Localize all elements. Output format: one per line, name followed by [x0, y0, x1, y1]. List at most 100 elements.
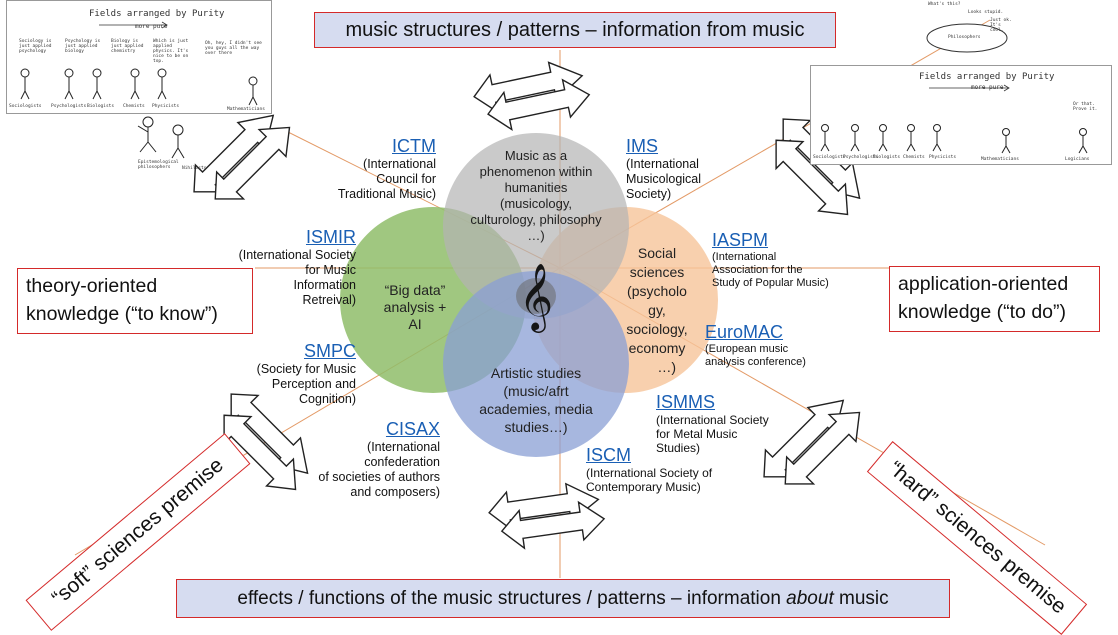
- circle-bottom-line: academies, media: [479, 401, 593, 417]
- org-cisax-desc: (International: [367, 440, 440, 454]
- venn-circles: [340, 133, 718, 457]
- double-arrow-icon: [193, 114, 291, 200]
- left-knowledge-box: theory-oriented knowledge (“to know”): [17, 268, 253, 334]
- org-ictm: ICTM (International Council for Traditio…: [300, 135, 436, 202]
- org-ictm-desc: Council for: [376, 172, 436, 186]
- org-iaspm-desc: (International: [712, 251, 777, 263]
- org-ictm-desc: Traditional Music): [337, 187, 436, 201]
- circle-left-text: “Big data” analysis + AI: [365, 282, 465, 333]
- circle-top-line: culturology, philosophy: [470, 212, 602, 227]
- org-ismms-desc: (International Society: [656, 413, 769, 427]
- circle-right-text: Social sciences (psycholo gy, sociology,…: [612, 244, 702, 377]
- bottom-banner: effects / functions of the music structu…: [176, 579, 950, 618]
- comic-person-label: Biologists: [873, 155, 901, 160]
- org-euromac-link[interactable]: EuroMAC: [705, 322, 784, 342]
- circle-top: [443, 133, 629, 319]
- org-ims-desc: Musicological: [626, 172, 702, 186]
- svg-text:𝄞: 𝄞: [519, 262, 553, 333]
- comic-panel-right: Fields arranged by Purity more pure Soci…: [810, 65, 1112, 165]
- org-ims-link[interactable]: IMS: [626, 136, 659, 156]
- comic-stick-figures: [820, 84, 1088, 154]
- org-iaspm-desc: Association for the: [712, 264, 803, 276]
- org-euromac-desc: analysis conference): [705, 356, 806, 368]
- org-euromac-desc: (European music: [705, 343, 789, 355]
- comic-person-label: Mathematicians: [981, 157, 1019, 162]
- comic-person-label: Chemists: [123, 104, 145, 109]
- bottom-banner-emphasis: about: [786, 588, 834, 609]
- comic-person-label: Biologists: [87, 104, 115, 109]
- comic-cloud-label: Philosophers: [948, 35, 981, 40]
- org-iscm-link[interactable]: ISCM: [586, 445, 631, 465]
- org-ictm-link[interactable]: ICTM: [392, 136, 436, 156]
- double-arrow-icon: [473, 61, 591, 132]
- org-cisax-desc: of societies of authors: [318, 470, 440, 484]
- org-ismms-desc: for Metal Music: [656, 427, 738, 441]
- org-ismir-desc: Retreival): [302, 293, 357, 307]
- top-banner: music structures / patterns – informatio…: [314, 12, 836, 48]
- org-cisax-desc: and composers): [350, 485, 440, 499]
- double-arrows: [193, 61, 861, 550]
- comic-stick-figures: [20, 21, 258, 106]
- org-smpc-desc: Perception and: [271, 377, 356, 391]
- org-cisax: CISAX (International confederation of so…: [288, 418, 440, 500]
- comic-arrow-label: more pure: [971, 84, 1004, 91]
- org-ismir-desc: Information: [293, 278, 356, 292]
- circle-right-line: economy: [628, 340, 686, 356]
- org-ismms-link[interactable]: ISMMS: [656, 392, 716, 412]
- bottom-banner-text: effects / functions of the music structu…: [177, 588, 949, 610]
- comic-bottom-label: Epistemological philosophers: [138, 160, 179, 170]
- org-smpc: SMPC (Society for Music Perception and C…: [238, 340, 356, 407]
- circle-left-line: analysis +: [383, 299, 447, 315]
- org-ims-desc: (International: [626, 157, 699, 171]
- comic-person-label: Logicians: [1065, 157, 1090, 162]
- comic-speech: Psychology is just applied biology: [65, 39, 101, 54]
- bottom-banner-text-pre: effects / functions of the music structu…: [237, 588, 787, 609]
- circle-left-line: AI: [408, 316, 422, 332]
- comic-title: Fields arranged by Purity: [89, 9, 225, 19]
- circle-top-line: …): [527, 228, 545, 243]
- org-cisax-link[interactable]: CISAX: [385, 419, 440, 439]
- left-box-line: knowledge (“to know”): [26, 303, 218, 325]
- comic-cloud: [926, 23, 1008, 53]
- circle-right-line: (psycholo: [627, 283, 687, 299]
- circle-right-line: …): [657, 359, 676, 375]
- right-knowledge-box: application-oriented knowledge (“to do”): [889, 266, 1100, 332]
- org-ims-desc: Society): [626, 187, 672, 201]
- org-ismir-desc: (International Society: [238, 248, 356, 262]
- comic-speech: Sociology is just applied psychology: [19, 39, 52, 54]
- org-iaspm-desc: Study of Popular Music): [712, 277, 829, 289]
- circle-bottom-line: (music/afrt: [503, 383, 569, 399]
- top-banner-text: music structures / patterns – informatio…: [345, 19, 805, 41]
- org-euromac: EuroMAC (European music analysis confere…: [705, 321, 845, 369]
- circle-top-line: Music as a: [504, 148, 568, 163]
- comic-arrow-label: more pure: [135, 23, 168, 30]
- org-cisax-desc: confederation: [364, 455, 440, 469]
- org-ismir-link[interactable]: ISMIR: [305, 227, 356, 247]
- comic-speech: Or that. Prove it.: [1073, 102, 1098, 112]
- comic-person-label: Psychologists: [843, 155, 879, 160]
- org-iscm-desc: Contemporary Music): [586, 480, 701, 494]
- comic-person-label: Psychologists: [51, 104, 87, 109]
- circle-right-line: gy,: [648, 302, 666, 318]
- circle-bottom-line: studies…): [504, 419, 568, 435]
- org-iaspm-link[interactable]: IASPM: [712, 230, 769, 250]
- circle-right-line: Social: [637, 245, 677, 261]
- circle-top-line: phenomenon within: [479, 164, 593, 179]
- double-arrow-icon: [763, 399, 861, 485]
- org-iscm-desc: (International Society of: [586, 466, 713, 480]
- comic-person-label: Sociologists: [813, 155, 846, 160]
- circle-top-line: humanities: [504, 180, 568, 195]
- comic-cloud-speech: What's this?: [928, 2, 961, 7]
- org-iscm: ISCM (International Society of Contempor…: [586, 444, 736, 494]
- comic-person-label: Sociologists: [9, 104, 42, 109]
- org-ictm-desc: (International: [363, 157, 436, 171]
- org-smpc-link[interactable]: SMPC: [303, 341, 356, 361]
- circle-top-line: (musicology,: [499, 196, 572, 211]
- comic-speech: Biology is just applied chemistry: [111, 39, 144, 54]
- comic-person-label: Physicists: [929, 155, 957, 160]
- comic-cloud-speech: Looks stupid.: [968, 10, 1004, 15]
- org-smpc-desc: Cognition): [299, 392, 356, 406]
- comic-panel-left: Fields arranged by Purity more pure Soci…: [6, 0, 272, 114]
- comic-person-label: Physicists: [152, 104, 180, 109]
- comic-speech: Which is just applied physics. It's nice…: [153, 39, 189, 64]
